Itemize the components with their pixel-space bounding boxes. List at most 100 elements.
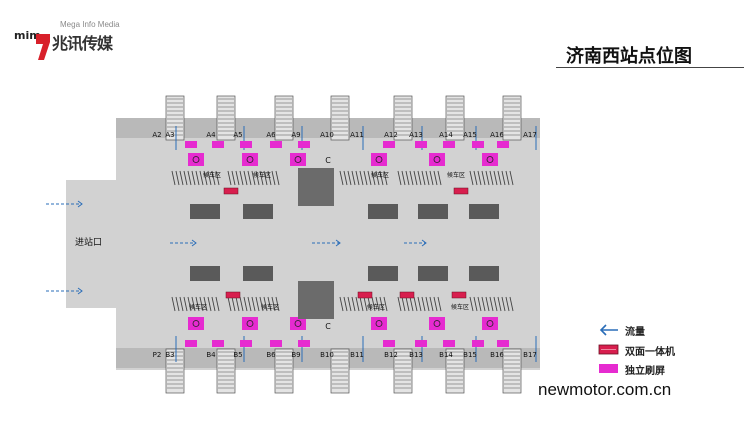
seat-stripe [379, 296, 384, 312]
seat-stripe [375, 170, 380, 186]
gate-label-top: A11 [350, 131, 364, 139]
gate-label-top: A16 [490, 131, 504, 139]
seat-stripe [183, 296, 188, 312]
waiting-seats-upper [339, 170, 388, 186]
waiting-area-label: 候车区 [203, 171, 221, 179]
seat-stripe [351, 296, 356, 312]
seat-stripe [227, 296, 232, 312]
gate-label-top: A9 [291, 131, 300, 139]
standalone-screen [240, 340, 252, 347]
seat-stripe [211, 170, 216, 186]
seat-stripe [401, 170, 406, 186]
seat-stripe [417, 170, 422, 186]
standalone-screen [443, 340, 455, 347]
seat-stripe [339, 296, 344, 312]
kiosk-upper [469, 204, 499, 219]
central-pillar-lower [298, 281, 334, 319]
flow-arrow-head [77, 200, 83, 208]
legend-flow: 流量 [598, 323, 738, 339]
seat-stripe [469, 296, 474, 312]
seat-stripe [343, 170, 348, 186]
escalator-top-7 [502, 95, 522, 141]
seat-stripe [211, 296, 216, 312]
seat-stripe [469, 170, 474, 186]
seat-stripe [195, 296, 200, 312]
seat-stripe [481, 296, 486, 312]
standalone-screen [270, 340, 282, 347]
seat-stripe [405, 296, 410, 312]
seat-stripe [485, 170, 490, 186]
seat-stripe [255, 296, 260, 312]
standalone-screen [185, 141, 197, 148]
seat-stripe [203, 170, 208, 186]
seat-stripe [171, 170, 176, 186]
screen-marker [294, 320, 302, 327]
seat-stripe [171, 296, 176, 312]
kiosk-lower [469, 266, 499, 281]
seat-stripe [429, 170, 434, 186]
screen-marker [433, 320, 441, 327]
standalone-screen [185, 340, 197, 347]
standalone-screen [415, 340, 427, 347]
seat-stripe [355, 296, 360, 312]
screen-marker [486, 156, 494, 163]
gate-label-bottom: B6 [266, 351, 276, 359]
seat-stripe [251, 296, 256, 312]
standalone-screen [290, 317, 306, 330]
seat-stripe [235, 296, 240, 312]
seat-stripe [371, 296, 376, 312]
waiting-area-label: 候车区 [447, 171, 465, 179]
seat-stripe [343, 296, 348, 312]
seat-stripe [473, 170, 478, 186]
watermark: newmotor.com.cn [538, 380, 672, 399]
kiosk-upper [418, 204, 448, 219]
logo-mark-text: mim [14, 29, 41, 42]
seat-stripe [247, 170, 252, 186]
kiosk-lower [368, 266, 398, 281]
seat-stripe [231, 170, 236, 186]
seat-stripe [367, 296, 372, 312]
escalator-bottom-6 [445, 348, 465, 394]
standalone-screen [371, 153, 387, 166]
escalator-frame [274, 348, 294, 394]
screen-marker [192, 156, 200, 163]
standalone-screen [497, 340, 509, 347]
kiosk-lower [243, 266, 273, 281]
gate-label-top: A10 [320, 131, 334, 139]
standalone-screen [482, 153, 498, 166]
standalone-screen [212, 141, 224, 148]
waiting-seats-lower [227, 296, 280, 312]
standalone-screen [497, 141, 509, 148]
seat-stripe [425, 296, 430, 312]
seat-stripe [339, 170, 344, 186]
double-sided-unit [223, 187, 239, 195]
standalone-screen [383, 141, 395, 148]
seat-stripe [191, 170, 196, 186]
seat-stripe [383, 170, 388, 186]
seat-stripe [187, 170, 192, 186]
waiting-area-label: 候车区 [189, 303, 207, 311]
standalone-screen [472, 340, 484, 347]
seat-stripe [267, 296, 272, 312]
seat-stripe [243, 296, 248, 312]
seat-stripe [383, 296, 388, 312]
kiosk-upper [190, 204, 220, 219]
seat-stripe [509, 170, 514, 186]
standalone-screen [242, 317, 258, 330]
pillar-label-upper: C [325, 156, 331, 165]
waiting-area-label: 候车区 [261, 303, 279, 311]
seat-stripe [363, 170, 368, 186]
seat-stripe [267, 170, 272, 186]
seat-stripe [413, 296, 418, 312]
standalone-screen [212, 340, 224, 347]
kiosk-lower [190, 266, 220, 281]
standalone-screen [429, 153, 445, 166]
legend-standalone: 独立刷屏 [598, 362, 738, 378]
gate-label-bottom: B15 [463, 351, 477, 359]
seat-stripe [271, 170, 276, 186]
escalator-frame [216, 95, 236, 141]
seat-stripe [251, 170, 256, 186]
screen-marker [375, 156, 383, 163]
escalator-top-4 [330, 95, 350, 141]
seat-stripe [227, 170, 232, 186]
